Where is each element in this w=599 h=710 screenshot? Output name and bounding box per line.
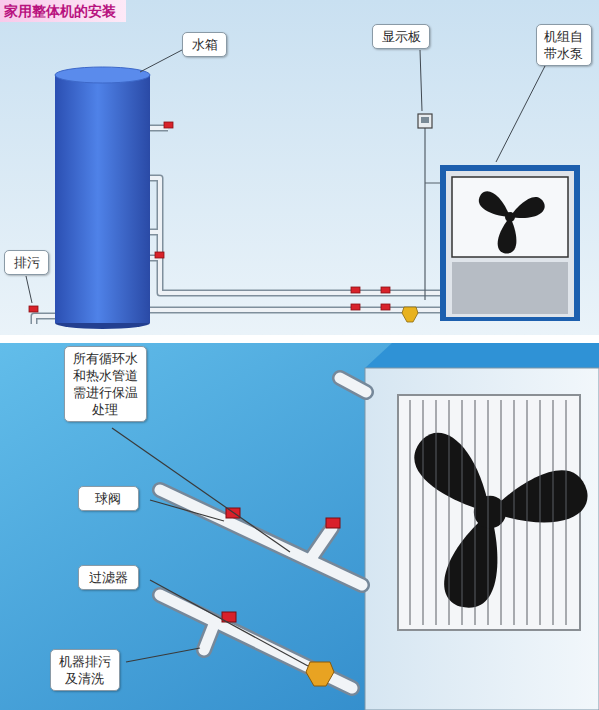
display-wire [425, 128, 440, 300]
callout-text: 所有循环水和热水管道需进行保温处理 [71, 350, 140, 418]
leader-line [26, 276, 32, 303]
diagram-title: 家用整体机的安装 [0, 0, 126, 22]
callout-box: 排污 [4, 250, 49, 275]
ball-valve [381, 287, 390, 293]
callout-text: 显示板 [379, 28, 423, 45]
ball-valve [164, 122, 173, 128]
water-tank [55, 75, 150, 323]
ball-valve [351, 304, 360, 310]
callout-box: 过滤器 [78, 565, 139, 590]
pipes [34, 128, 440, 324]
leader-line [496, 66, 545, 162]
heat-pump-unit [410, 400, 566, 625]
filter [306, 662, 334, 686]
heat-pump-unit [446, 171, 574, 317]
ball-valve [351, 287, 360, 293]
ball-valve [326, 518, 340, 528]
heat-pump-unit [365, 368, 599, 710]
ball-valve [155, 252, 164, 258]
callout-box: 机器排污及清洗 [50, 649, 120, 691]
heat-pump-unit [440, 165, 580, 321]
heat-pump-unit [492, 216, 528, 257]
pipes [34, 128, 440, 324]
ball-valve [29, 122, 390, 312]
heat-pump-unit [365, 343, 599, 368]
filter [402, 307, 418, 322]
callout-box: 水箱 [182, 32, 227, 57]
bottom-panel-ground [0, 343, 599, 710]
ball-valve [29, 306, 38, 312]
callout-text: 球阀 [85, 490, 132, 507]
leader-line [112, 428, 308, 666]
callout-text: 排污 [11, 254, 42, 271]
heat-pump-unit [440, 165, 580, 321]
callout-box: 显示板 [372, 24, 430, 49]
heat-pump-unit [505, 212, 515, 222]
leader-line [126, 648, 200, 662]
display-board [418, 114, 432, 128]
heat-pump-unit [475, 186, 544, 257]
leader-line [420, 50, 422, 111]
heat-pump-unit [407, 423, 591, 618]
water-tank [55, 67, 150, 329]
heat-pump-unit [475, 186, 511, 227]
callout-box: 所有循环水和热水管道需进行保温处理 [64, 346, 147, 422]
heat-pump-unit [452, 262, 568, 314]
leader-line [140, 50, 182, 72]
heat-pump-unit [398, 395, 580, 630]
heat-pump-unit [410, 400, 566, 625]
display-board [421, 117, 429, 123]
top-panel-ground [0, 0, 599, 335]
heat-pump-unit [428, 510, 532, 618]
bottom-panel-ground [0, 343, 599, 710]
ball-valve [222, 508, 340, 622]
leader-line [150, 500, 224, 521]
filter [402, 307, 418, 322]
display-wire [425, 128, 440, 300]
callout-text: 机器排污及清洗 [57, 653, 113, 687]
callout-box: 球阀 [78, 486, 139, 511]
callout-text: 机组自带水泵 [543, 28, 585, 62]
heat-pump-unit [365, 343, 599, 710]
callout-text: 水箱 [189, 36, 220, 53]
top-panel-ground [0, 0, 599, 335]
leader-line [26, 50, 545, 303]
water-tank [55, 67, 150, 83]
ball-valve [381, 304, 390, 310]
display-board [418, 114, 432, 128]
pipes [34, 128, 440, 324]
callout-box: 机组自带水泵 [536, 24, 592, 66]
heat-pump-unit [490, 459, 592, 531]
heat-pump-unit [452, 177, 568, 257]
heat-pump-unit [510, 197, 545, 218]
filter [306, 662, 334, 686]
callout-text: 过滤器 [85, 569, 132, 586]
